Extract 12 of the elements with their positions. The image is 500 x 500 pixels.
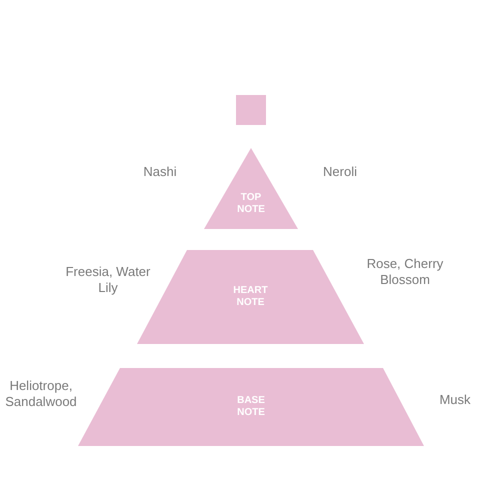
ingredient-label: Rose, Cherry Blossom [366,256,444,288]
note-label: TOP NOTE [236,192,266,216]
top-triangle [204,148,298,229]
square-shape [236,95,266,125]
note-label: HEART NOTE [232,285,269,309]
ingredient-label: Heliotrope, Sandalwood [4,378,78,410]
bottom-trapezoid [78,368,424,446]
ingredient-label: Neroli [322,164,358,180]
ingredient-label: Freesia, Water Lily [64,264,152,296]
ingredient-label: Musk [438,392,472,408]
note-label: BASE NOTE [236,395,266,419]
ingredient-label: Nashi [142,164,178,180]
